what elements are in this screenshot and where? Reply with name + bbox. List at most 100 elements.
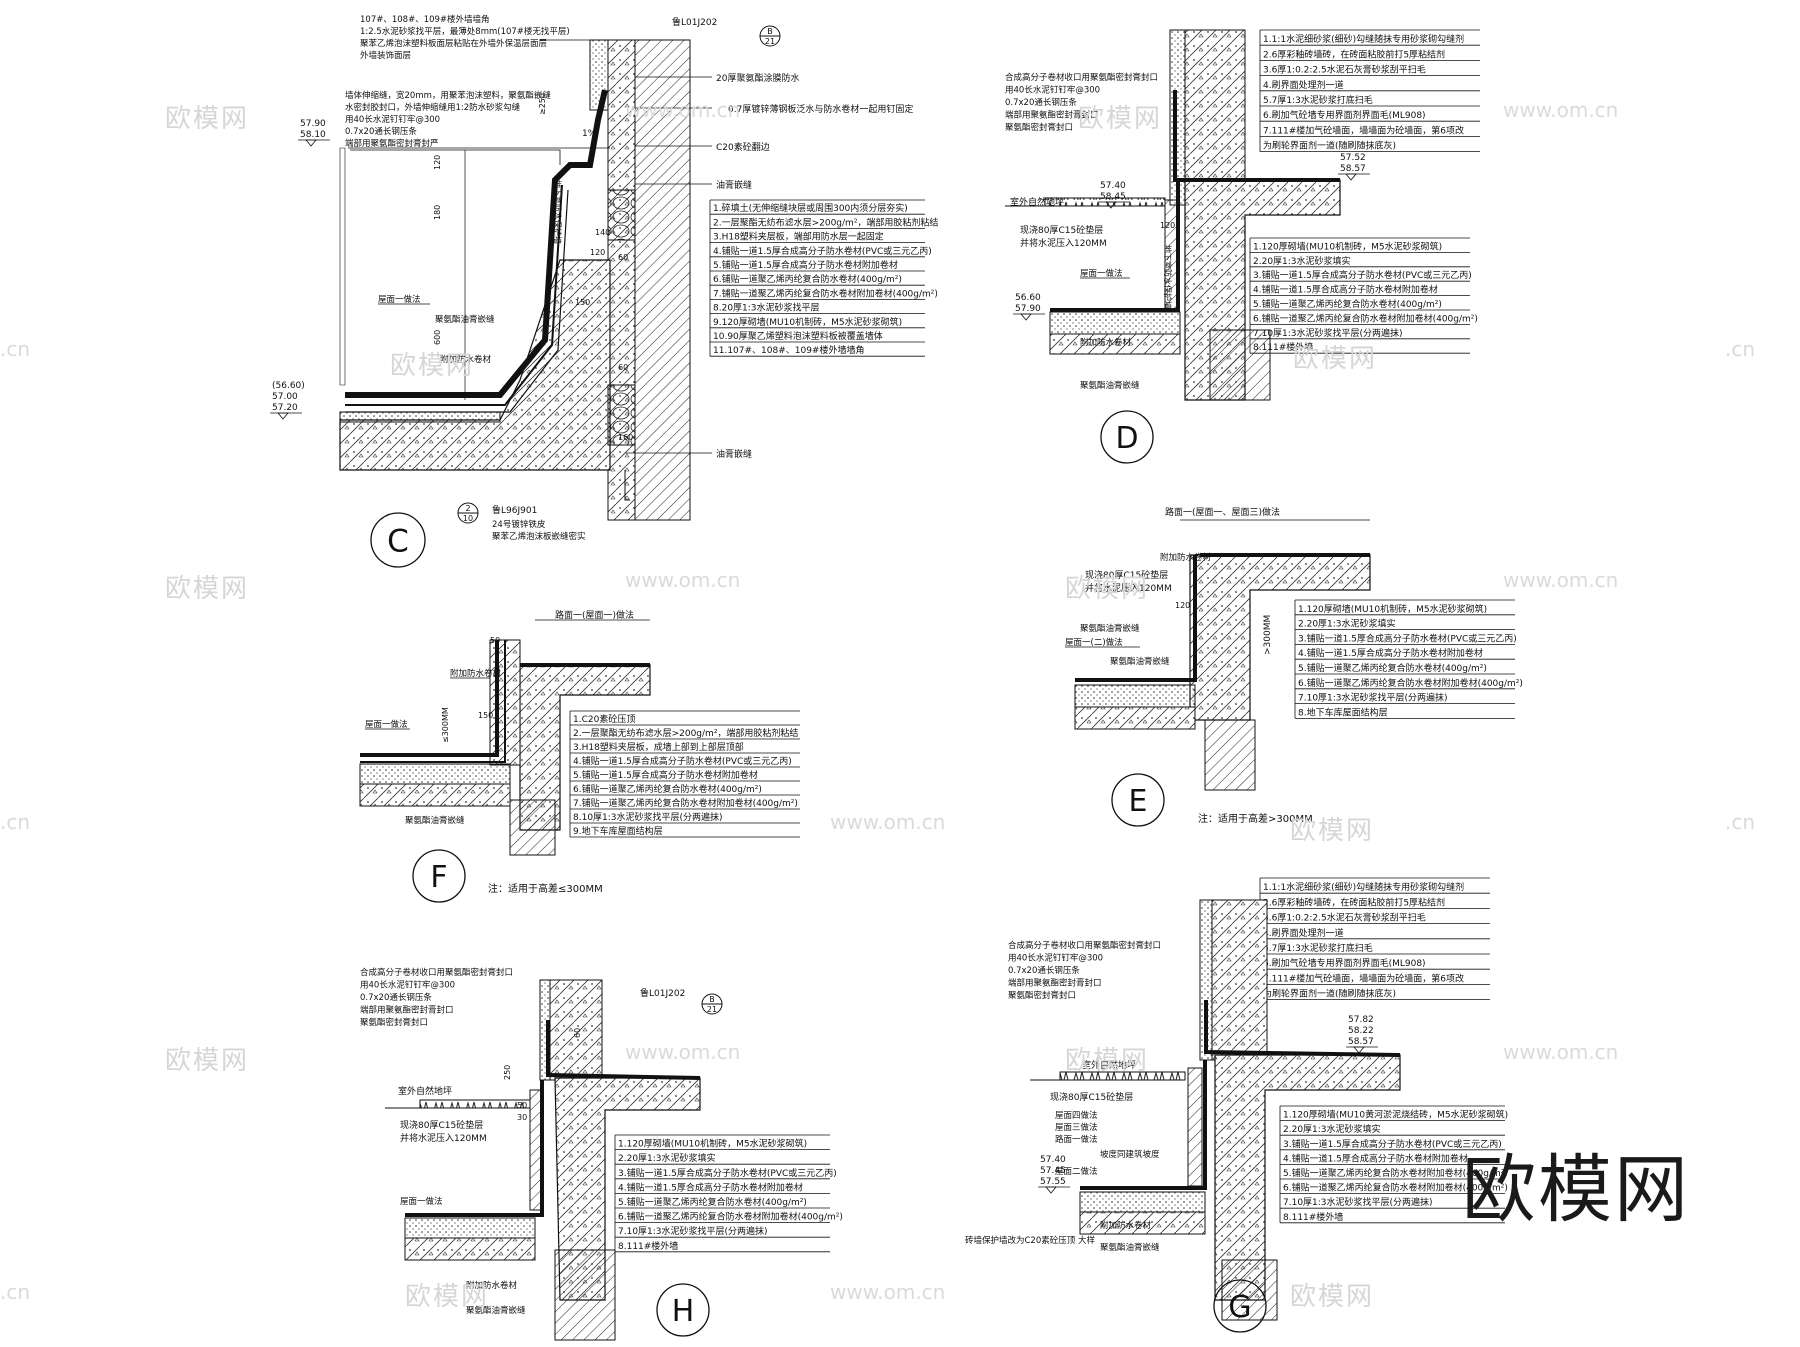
slab-note: 并将水泥压入120MM [400,1132,487,1144]
side-label: 附加防水卷材 [1100,1220,1152,1231]
elevation-marker [1345,173,1357,181]
layer-row: 4.铺贴一道1.5厚合成高分子防水卷材附加卷材 [1253,284,1438,296]
ref-code: 鲁L01J202 [640,987,685,999]
ground-label: 室外自然地坪 [1082,1059,1136,1071]
layer-row: 5.铺贴一道聚乙烯丙纶复合防水卷材附加卷材(400g/m²) [1283,1167,1508,1179]
header-note: 107#、108#、109#楼外墙墙角 [360,14,490,25]
upper-wall [549,979,603,1081]
watermark-logo: 欧模网 [165,104,250,134]
footer-note: 砖墙保护墙改为C20素砼压顶 大样 [965,1235,1095,1246]
watermark-logo: 欧模网 [165,574,250,604]
detail-circle [370,512,426,568]
layer-row: 6.铺贴一道聚乙烯丙纶复合防水卷材附加卷材(400g/m²) [1283,1182,1508,1194]
left-note: 聚氨酯密封膏封口 [360,1017,428,1028]
left-note: 端部用聚氨酯密封膏封严 [345,138,439,149]
ground-label: 室外自然地坪 [1010,196,1064,208]
title-note: 路面一(屋面一)做法 [555,609,634,621]
layer-table-e: 1.120厚砌墙(MU10机制砖，M5水泥砂浆砌筑) 2.20厚1:3水泥砂浆填实… [1294,599,1523,719]
detail-label-c: C [387,523,409,559]
layer-row: 6.铺贴一道聚乙烯丙纶复合防水卷材(400g/m²) [573,783,762,795]
layer-row: 3.铺贴一道1.5厚合成高分子防水卷材(PVC或三元乙丙) [618,1167,837,1179]
left-note: 合成高分子卷材收口用聚氨酯密封膏封口 [1005,72,1158,83]
layer-row: 11.107#、108#、109#楼外墙墙角 [713,344,864,356]
layer-row: 5.铺贴一道1.5厚合成高分子防水卷材附加卷材 [573,769,758,781]
layer-row: 3.铺贴一道1.5厚合成高分子防水卷材(PVC或三元乙丙) [1298,632,1517,644]
waterproof-membrane [1204,1000,1401,1057]
grade-line-2 [350,149,561,165]
watermark-logo: 欧模网 [405,1282,490,1312]
layer-row: 5.铺贴一道聚乙烯丙纶复合防水卷材(400g/m²) [1298,662,1487,674]
ref-bubble-top: B [709,995,715,1004]
ground-label: 室外自然地坪 [398,1085,452,1097]
layer-row: 2.20厚1:3水泥砂浆填实 [1298,618,1396,630]
roof-slab [1079,1211,1206,1235]
layer-row: 2.一层聚酯无纺布滤水层>200g/m²，端部用胶粘剂粘结 [573,727,798,739]
layer-row: 1.120厚砌墙(MU10机制砖，M5水泥砂浆砌筑) [1253,240,1442,252]
elevation-left: 57.40 [1100,181,1126,191]
layer-table-f: 1.C20素砼压顶2.一层聚酯无纺布滤水层>200g/m²，端部用胶粘剂粘结3.… [569,710,800,838]
layer-row: 5.7厚1:3水泥砂浆打底扫毛 [1263,942,1373,954]
waterproof-membrane [546,1020,701,1080]
layer-row: 8.20厚1:3水泥砂浆找平层 [713,302,820,314]
left-note: 端部用聚氨酯密封膏封口 [1008,978,1102,989]
elevation-low: 57.90 [1015,304,1041,314]
detail-g: 1.1:1水泥细砂浆(细砂)勾缝随抹专用砂浆砌勾缝剂 2.6厚彩釉砖墙砖，在砖面粘… [965,877,1508,1333]
detail-label-h: H [672,1294,694,1329]
roof-slab [1074,706,1196,730]
dim-label: >300MM [1263,615,1273,655]
layer-row: 7.铺贴一道聚乙烯丙纶复合防水卷材附加卷材(400g/m²) [713,287,938,299]
watermark-url: .cn [0,1280,31,1304]
detail-label-g: G [1228,1290,1251,1325]
layer-row: 8.111#楼外墙 [1283,1211,1343,1223]
dim-label: 1% [582,129,597,139]
watermark-logo: 欧模网 [390,351,475,381]
dim-label: 120 [1160,221,1175,230]
layer-row: 为刷轮界面剂一道(随刷随抹底灰) [1263,140,1396,152]
elevation-marker [1353,1046,1365,1054]
layer-row: 4.铺贴一道1.5厚合成高分子防水卷材(PVC或三元乙丙) [713,245,932,257]
slab-note: 现浇80厚C15砼垫层 [1020,224,1103,236]
layer-table-h: 1.120厚砌墙(MU10机制砖，M5水泥砂浆砌筑)2.20厚1:3水泥砂浆填实… [614,1134,843,1253]
detail-c: 107#、108#、109#楼外墙墙角1:2.5水泥砂浆找平层，最薄处8mm(1… [270,14,938,568]
layer-row: 6.铺贴一道聚乙烯丙纶复合防水卷材附加卷材(400g/m²) [1253,312,1478,324]
right-note: 油膏嵌缝 [716,179,752,191]
dim-label: 30 [517,1113,527,1122]
layer-row: 8.111#楼外墙 [1253,341,1313,353]
elevation-right: 57.82 [1348,1015,1374,1025]
layer-row: 6.铺贴一道聚乙烯丙纶复合防水卷材附加卷材(400g/m²) [1298,677,1523,689]
layer-row: 6.铺贴一道聚乙烯丙纶复合防水卷材(400g/m²) [713,273,902,285]
layer-row: 7.10厚1:3水泥砂浆找平层(分两遍抹) [1283,1196,1433,1208]
waterproof-membrane [1075,555,1197,682]
layer-row: 7.111#楼加气砼墙面，墙墙面为砼墙面，第6项改 [1263,972,1464,984]
watermark-url: www.om.cn [830,1280,946,1304]
layer-row: 4.铺贴一道1.5厚合成高分子防水卷材附加卷材 [1283,1152,1468,1164]
layer-row: 7.10厚1:3水泥砂浆找平层(分两遍抹) [1253,327,1403,339]
dim-label: ≥250 [538,93,547,115]
elevation-marker [277,412,289,420]
layer-row: 1.1:1水泥细砂浆(细砂)勾缝随抹专用砂浆砌勾缝剂 [1263,881,1464,893]
slab-note: 现浇80厚C15砼垫层 [1050,1091,1133,1103]
side-label: 屋面三做法 [1055,1122,1098,1133]
elevation-marker [1045,1186,1057,1194]
layer-row: 1.1:1水泥细砂浆(细砂)勾缝随抹专用砂浆砌勾缝剂 [1263,33,1464,45]
layer-row: 10.90厚聚乙烯塑料泡沫塑料板被覆盖墙体 [713,330,883,342]
watermark-logo: 欧模网 [1065,1046,1150,1076]
roof-slab [404,1237,536,1261]
side-label: 附加防水卷材 [1080,337,1132,348]
left-note: 合成高分子卷材收口用聚氨酯密封膏封口 [1008,940,1161,951]
wall-layer-table-g: 1.1:1水泥细砂浆(细砂)勾缝随抹专用砂浆砌勾缝剂 2.6厚彩釉砖墙砖，在砖面粘… [1259,877,1490,1000]
dim-label: 60 [618,253,628,262]
dim-label: 600 [433,330,442,345]
slab-note: 现浇80厚C15砼垫层 [400,1119,483,1131]
ref-bubble-bottom: 10 [463,514,473,523]
protection-layer [1164,199,1180,311]
brand-logo: 欧模网 [1462,1147,1690,1233]
layer-row: 3.H18塑料夹层板，成墙上部到上部层顶部 [573,741,744,753]
layer-row: 9.地下车库屋面结构层 [573,825,663,837]
side-label: 附加防水卷材 [450,668,502,679]
ref-code: 鲁L01J202 [672,16,717,28]
layer-row: 1.120厚砌墙(MU10黄河淤泥烧结砖，M5水泥砂浆砌筑) [1283,1109,1508,1121]
layer-row: 2.6厚彩釉砖墙砖，在砖面粘胶前打5厚粘结剂 [1263,896,1445,908]
elevation-marker [1105,201,1117,209]
layer-row: 1.120厚砌墙(MU10机制砖，M5水泥砂浆砌筑) [1298,603,1487,615]
